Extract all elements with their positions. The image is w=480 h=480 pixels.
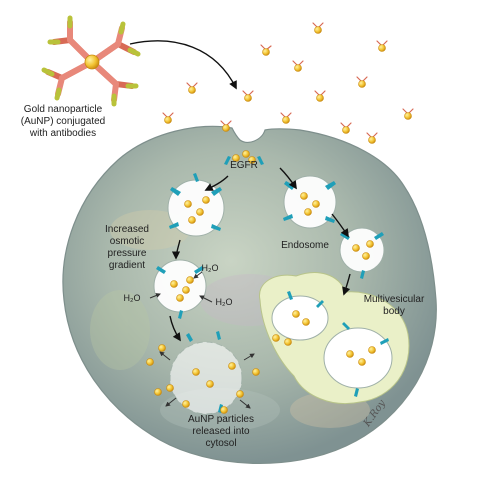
label-egfr: EGFR xyxy=(230,160,258,171)
label-water-2: H₂O xyxy=(123,293,141,303)
conjugate-particles xyxy=(162,22,414,144)
label-mvb: Multivesicular body xyxy=(363,294,425,317)
y-shaped-antibody-gold-icon xyxy=(41,15,141,107)
vesicle-endosome-1 xyxy=(283,175,337,229)
mvb-vesicle-top xyxy=(271,295,329,341)
vesicle-rupturing xyxy=(169,341,243,415)
label-water-3: H₂O xyxy=(215,297,233,307)
label-aunp: Gold nanoparticle (AuNP) conjugated with… xyxy=(20,104,106,139)
gold-particle-icon xyxy=(146,150,376,414)
label-osmotic: Increased osmotic pressure gradient xyxy=(105,224,149,271)
label-endosome: Endosome xyxy=(281,240,329,251)
mvb-vesicle-bottom xyxy=(323,327,393,389)
diffusion-arrows xyxy=(149,271,255,409)
label-released: AuNP particles released into cytosol xyxy=(188,414,254,449)
label-water-1: H₂O xyxy=(201,263,219,273)
arrow-icon xyxy=(129,40,351,342)
